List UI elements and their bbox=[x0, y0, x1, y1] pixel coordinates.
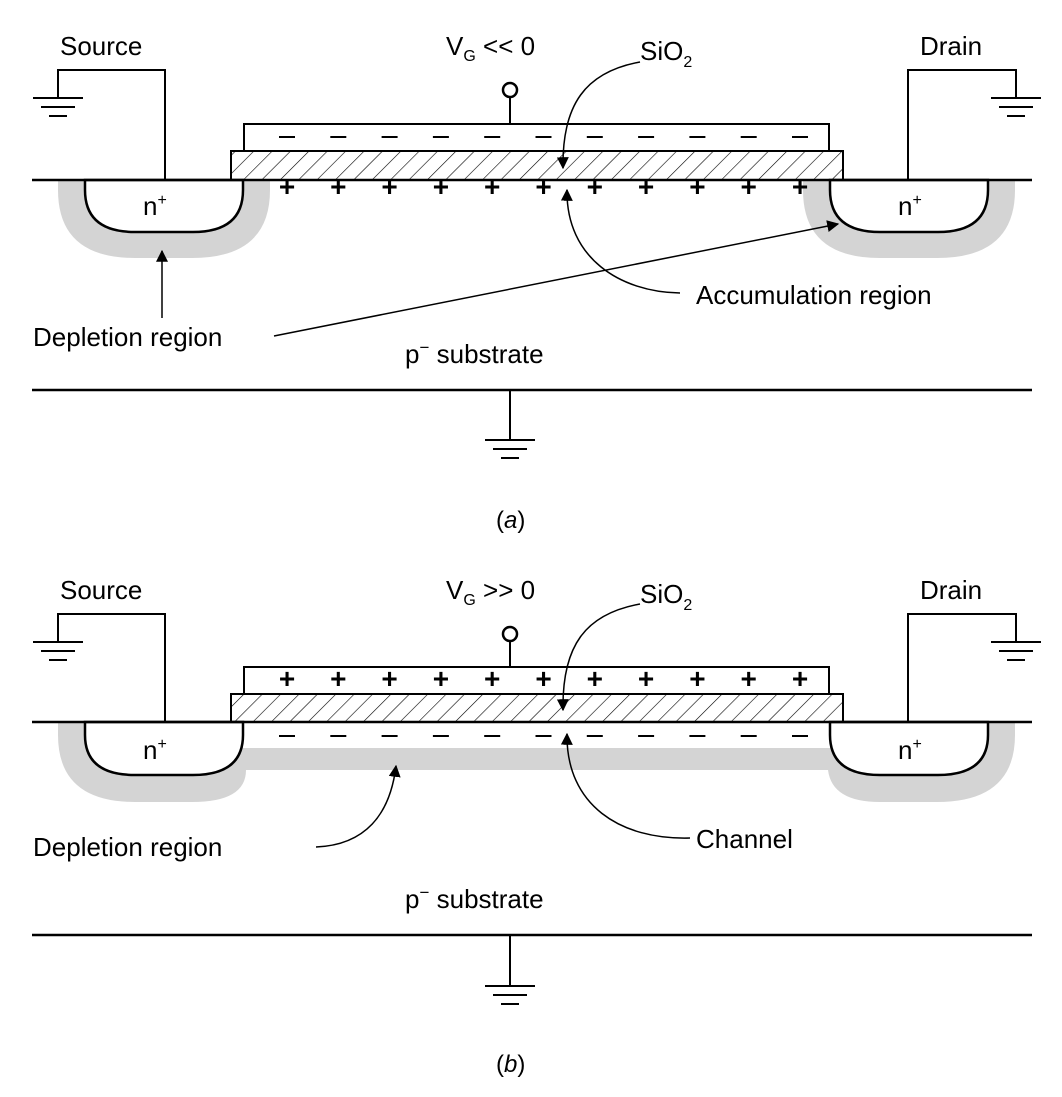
plus-charge: + bbox=[381, 171, 397, 202]
drain-label: Drain bbox=[920, 31, 982, 61]
accumulation-arrow bbox=[560, 188, 681, 294]
source-wire bbox=[57, 69, 166, 180]
plus-charge: + bbox=[792, 171, 808, 202]
sio2-oxide-layer bbox=[230, 693, 844, 723]
plus-charge: + bbox=[689, 171, 705, 202]
sio2-label: SiO2 bbox=[640, 36, 692, 71]
drain-label: Drain bbox=[920, 575, 982, 605]
panel-a: + + + + + + + + + + + Source Drain VG << 0 SiO2 n+… bbox=[32, 31, 1041, 534]
source-label: Source bbox=[60, 31, 142, 61]
substrate-label: p− substrate bbox=[405, 338, 544, 369]
plus-charge: + bbox=[433, 171, 449, 202]
plus-charge: + bbox=[433, 663, 449, 694]
substrate-ground-icon bbox=[485, 935, 535, 1005]
drain-wire bbox=[907, 613, 1017, 722]
plus-charge: + bbox=[638, 663, 654, 694]
gate-voltage-label: VG << 0 bbox=[446, 31, 535, 65]
depletion-arrow bbox=[315, 764, 401, 848]
sio2-arrow bbox=[556, 603, 641, 712]
plus-charge: + bbox=[484, 663, 500, 694]
plus-charge: + bbox=[484, 171, 500, 202]
channel-label: Channel bbox=[696, 824, 793, 854]
plus-charge: + bbox=[535, 171, 551, 202]
plus-charge: + bbox=[279, 663, 295, 694]
drain-ground-icon bbox=[991, 97, 1041, 117]
source-ground-icon bbox=[33, 97, 83, 117]
plus-charge: + bbox=[381, 663, 397, 694]
depletion-region-label: Depletion region bbox=[33, 322, 222, 352]
source-wire bbox=[57, 613, 166, 722]
annotation-arrows bbox=[156, 61, 840, 337]
plus-charge: + bbox=[330, 171, 346, 202]
substrate-label: p− substrate bbox=[405, 883, 544, 914]
caption-b: (b) bbox=[496, 1051, 525, 1078]
caption-a: (a) bbox=[496, 507, 525, 534]
n-plus-well-left bbox=[83, 720, 245, 777]
plus-charge: + bbox=[587, 171, 603, 202]
plus-charge: + bbox=[638, 171, 654, 202]
accumulation-region-label: Accumulation region bbox=[696, 280, 932, 310]
source-ground-icon bbox=[33, 641, 83, 661]
n-plus-well-right bbox=[828, 720, 990, 777]
plus-charge: + bbox=[279, 171, 295, 202]
plus-charge: + bbox=[792, 663, 808, 694]
gate-terminal bbox=[501, 81, 519, 124]
gate-voltage-label: VG >> 0 bbox=[446, 575, 535, 609]
gate-charges: + + + + + + + + + + + bbox=[279, 663, 808, 694]
plus-charge: + bbox=[741, 171, 757, 202]
sio2-arrow bbox=[556, 61, 641, 170]
n-plus-label-source: n+ bbox=[143, 191, 167, 221]
plus-charge: + bbox=[689, 663, 705, 694]
n-plus-label-drain: n+ bbox=[898, 735, 922, 765]
drain-ground-icon bbox=[991, 641, 1041, 661]
n-plus-well-right bbox=[828, 178, 990, 234]
plus-charge: + bbox=[587, 663, 603, 694]
gate-terminal bbox=[501, 625, 519, 667]
depletion-region-label: Depletion region bbox=[33, 832, 222, 862]
plus-charge: + bbox=[330, 663, 346, 694]
n-plus-well-left bbox=[83, 178, 245, 234]
n-plus-label-drain: n+ bbox=[898, 191, 922, 221]
annotation-arrows bbox=[315, 603, 691, 848]
surface-charges: + + + + + + + + + + + bbox=[279, 171, 808, 202]
gate-electrode bbox=[243, 666, 830, 695]
n-plus-label-source: n+ bbox=[143, 735, 167, 765]
sio2-label: SiO2 bbox=[640, 579, 692, 614]
channel-arrow bbox=[560, 732, 691, 839]
drain-wire bbox=[907, 69, 1017, 180]
depletion-arrow-right bbox=[273, 220, 840, 337]
panel-b: + + + + + + + + + + + Source Drain VG >> 0 SiO2 n+… bbox=[32, 575, 1041, 1078]
plus-charge: + bbox=[535, 663, 551, 694]
plus-charge: + bbox=[741, 663, 757, 694]
source-label: Source bbox=[60, 575, 142, 605]
substrate-ground-icon bbox=[485, 390, 535, 459]
